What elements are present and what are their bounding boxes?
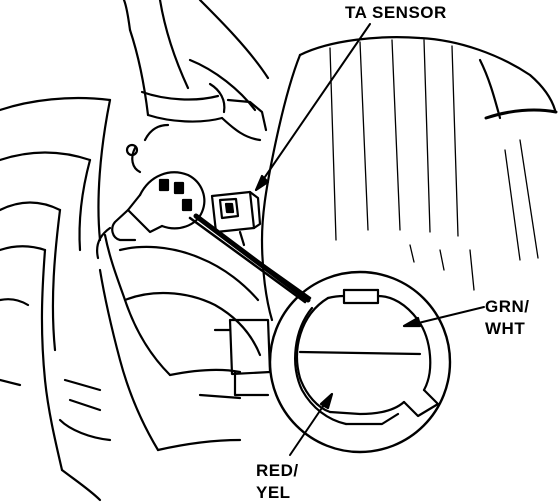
intake-manifold — [260, 36, 558, 322]
center-block — [198, 318, 272, 400]
grn-wht-label: GRN/ WHT — [485, 296, 530, 340]
red-yel-line1: RED/ — [256, 461, 299, 480]
grn-wht-leader — [402, 306, 485, 328]
connector-detail — [268, 270, 452, 454]
wire-harness — [188, 213, 312, 304]
red-yel-label: RED/ YEL — [256, 460, 299, 504]
upper-hoses — [122, 0, 270, 142]
red-yel-leader — [289, 392, 334, 456]
wire-connector — [96, 123, 206, 260]
grn-wht-line2: WHT — [485, 319, 526, 338]
ta-sensor-leader — [254, 23, 371, 192]
red-yel-line2: YEL — [256, 483, 291, 502]
lower-hose — [58, 233, 262, 452]
grn-wht-line1: GRN/ — [485, 297, 530, 316]
ta-sensor — [210, 190, 262, 247]
ta-sensor-text: TA SENSOR — [345, 3, 447, 22]
ta-sensor-label: TA SENSOR — [345, 2, 447, 24]
left-frame — [0, 96, 112, 502]
